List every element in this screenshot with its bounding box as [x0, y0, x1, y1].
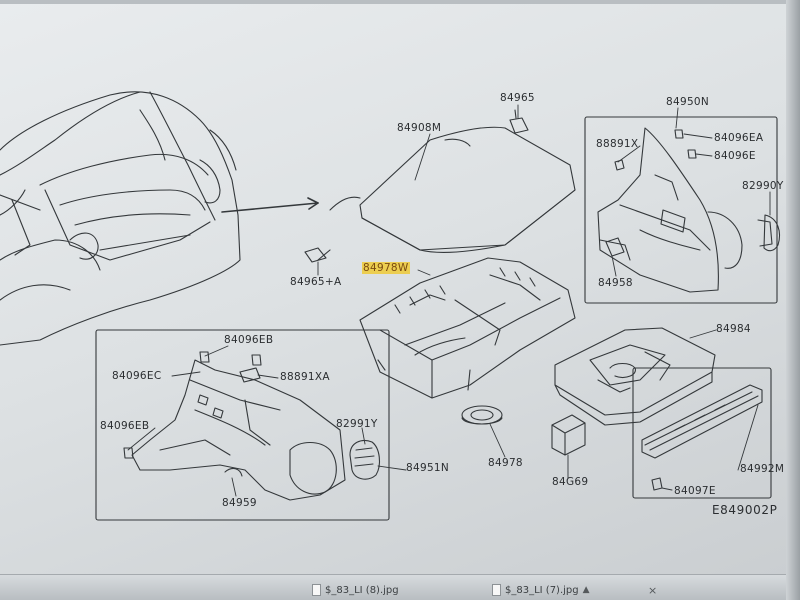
download-item-1[interactable]: $_83_LI (8).jpg [312, 581, 399, 599]
label-84992m: 84992M [740, 463, 785, 475]
download-bar: $_83_LI (8).jpg $_83_LI (7).jpg ▲ × [0, 574, 800, 600]
label-84978w: 84978W [362, 262, 410, 274]
label-82990y: 82990Y [742, 180, 784, 192]
close-icon[interactable]: × [648, 583, 658, 597]
label-84959: 84959 [222, 497, 257, 509]
side-finisher-84950n [597, 127, 743, 293]
tray-84978w [359, 257, 576, 399]
label-84096ea: 84096EA [714, 132, 764, 144]
window-top-edge [0, 0, 800, 4]
file-icon [492, 584, 501, 596]
label-88891xa: 88891XA [280, 371, 330, 383]
label-84096e: 84096E [714, 150, 756, 162]
label-84951n: 84951N [406, 462, 450, 474]
chevron-up-icon[interactable]: ▲ [582, 585, 590, 595]
label-84950n: 84950N [666, 96, 710, 108]
label-84908m: 84908M [397, 122, 442, 134]
jack-tray-84984 [554, 327, 716, 426]
download-filename: $_83_LI (8).jpg [325, 584, 399, 596]
download-filename: $_83_LI (7).jpg [505, 584, 579, 596]
label-88891x: 88891X [596, 138, 639, 150]
label-84978: 84978 [488, 457, 523, 469]
label-84096eb-top: 84096EB [224, 334, 274, 346]
board-84908m [329, 126, 576, 253]
download-item-2[interactable]: $_83_LI (7).jpg ▲ [492, 581, 590, 599]
label-82991y: 82991Y [336, 418, 378, 430]
diagram-code: E849002P [712, 503, 778, 517]
car-rear-illustration [0, 91, 241, 346]
label-84g69: 84G69 [552, 476, 589, 488]
label-84984: 84984 [716, 323, 751, 335]
label-84096ec: 84096EC [112, 370, 162, 382]
sill-plate-84992m [641, 384, 763, 459]
close-download-bar[interactable]: × [640, 581, 657, 599]
label-84097e: 84097E [674, 485, 716, 497]
label-84096eb-left: 84096EB [100, 420, 150, 432]
monitor-bezel [786, 0, 800, 600]
label-84958: 84958 [598, 277, 633, 289]
file-icon [312, 584, 321, 596]
label-84965a: 84965+A [290, 276, 342, 288]
side-finisher-84951n [131, 359, 346, 501]
label-84965: 84965 [500, 92, 535, 104]
